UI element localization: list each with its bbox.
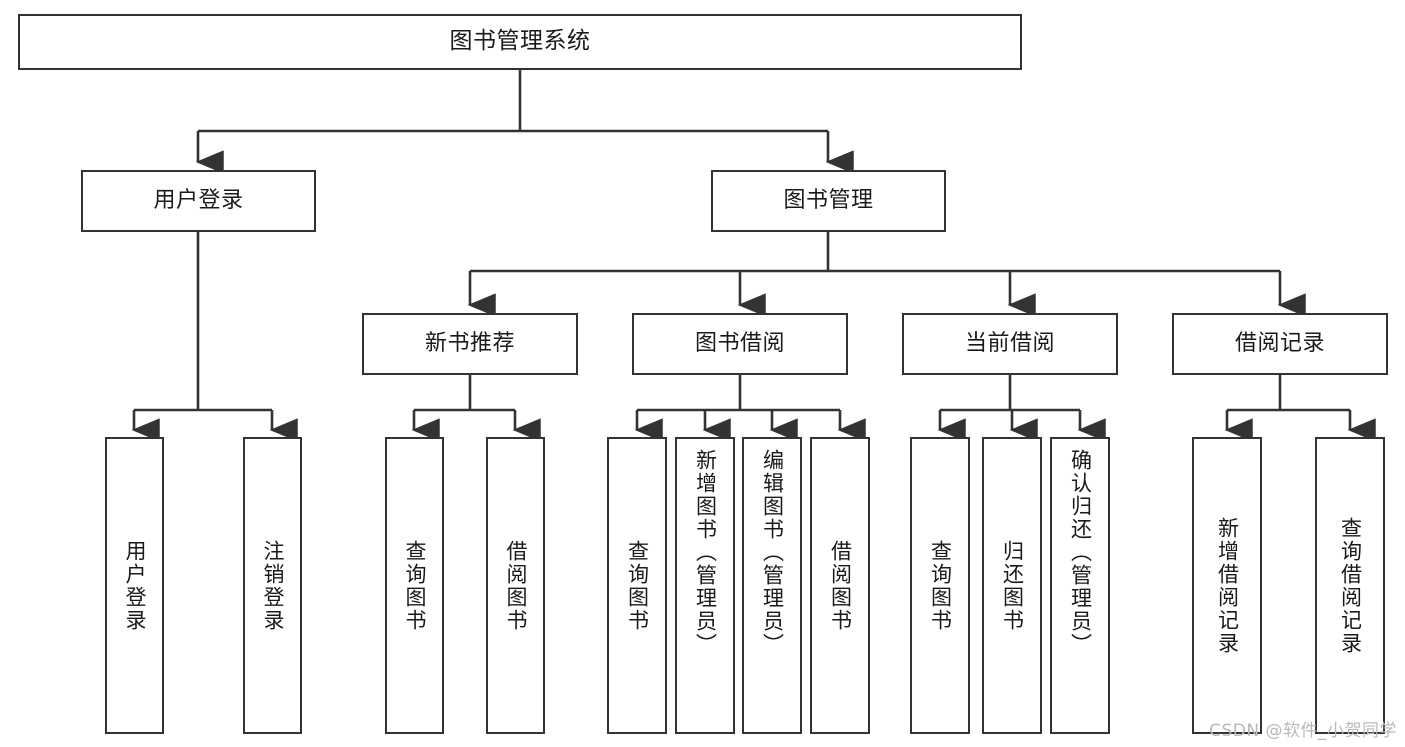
node-leaf-query-book-borrow[interactable]: 查询图书 (607, 437, 667, 734)
node-leaf-return-book[interactable]: 归还图书 (982, 437, 1042, 734)
node-user-login[interactable]: 用户登录 (81, 170, 316, 232)
node-book-borrow[interactable]: 图书借阅 (632, 313, 848, 375)
node-leaf-return-book-label: 归还图书 (1000, 539, 1025, 632)
node-book-management-label: 图书管理 (783, 187, 874, 213)
node-leaf-add-book[interactable]: 新增图书（管理员） (675, 437, 735, 734)
node-leaf-confirm-return[interactable]: 确认归还（管理员） (1050, 437, 1110, 734)
node-root[interactable]: 图书管理系统 (18, 14, 1022, 70)
node-root-label: 图书管理系统 (449, 28, 591, 55)
node-leaf-query-book-current-label: 查询图书 (928, 539, 953, 632)
node-book-management[interactable]: 图书管理 (711, 170, 946, 232)
node-leaf-confirm-return-label: 确认归还（管理员） (1068, 449, 1093, 656)
node-leaf-borrow-book-label: 借阅图书 (828, 539, 853, 632)
node-new-book-recommend-label: 新书推荐 (424, 330, 515, 356)
node-leaf-user-login[interactable]: 用户登录 (105, 437, 164, 734)
node-book-borrow-label: 图书借阅 (694, 330, 785, 356)
node-borrow-record[interactable]: 借阅记录 (1172, 313, 1388, 375)
node-leaf-edit-book-label: 编辑图书（管理员） (760, 449, 785, 656)
node-leaf-logout-label: 注销登录 (261, 539, 285, 632)
node-leaf-query-book-recommend-label: 查询图书 (403, 539, 427, 632)
node-leaf-query-borrow-record[interactable]: 查询借阅记录 (1315, 437, 1385, 734)
node-leaf-add-borrow-record-label: 新增借阅记录 (1215, 516, 1240, 655)
node-new-book-recommend[interactable]: 新书推荐 (362, 313, 578, 375)
node-leaf-logout[interactable]: 注销登录 (243, 437, 302, 734)
node-leaf-query-borrow-record-label: 查询借阅记录 (1338, 516, 1363, 655)
node-leaf-borrow-book-recommend[interactable]: 借阅图书 (486, 437, 545, 734)
node-leaf-add-borrow-record[interactable]: 新增借阅记录 (1192, 437, 1262, 734)
node-leaf-query-book-borrow-label: 查询图书 (625, 539, 650, 632)
node-user-login-label: 用户登录 (153, 187, 244, 213)
node-leaf-edit-book[interactable]: 编辑图书（管理员） (742, 437, 802, 734)
csdn-watermark: CSDN @软件_小贺同学 (1209, 721, 1397, 741)
node-leaf-add-book-label: 新增图书（管理员） (693, 449, 718, 656)
node-leaf-borrow-book[interactable]: 借阅图书 (810, 437, 870, 734)
node-leaf-user-login-label: 用户登录 (123, 539, 147, 632)
node-leaf-query-book-current[interactable]: 查询图书 (910, 437, 970, 734)
node-current-borrow[interactable]: 当前借阅 (902, 313, 1118, 375)
node-current-borrow-label: 当前借阅 (964, 330, 1055, 356)
node-leaf-borrow-book-recommend-label: 借阅图书 (504, 539, 528, 632)
node-leaf-query-book-recommend[interactable]: 查询图书 (385, 437, 444, 734)
node-borrow-record-label: 借阅记录 (1234, 330, 1325, 356)
